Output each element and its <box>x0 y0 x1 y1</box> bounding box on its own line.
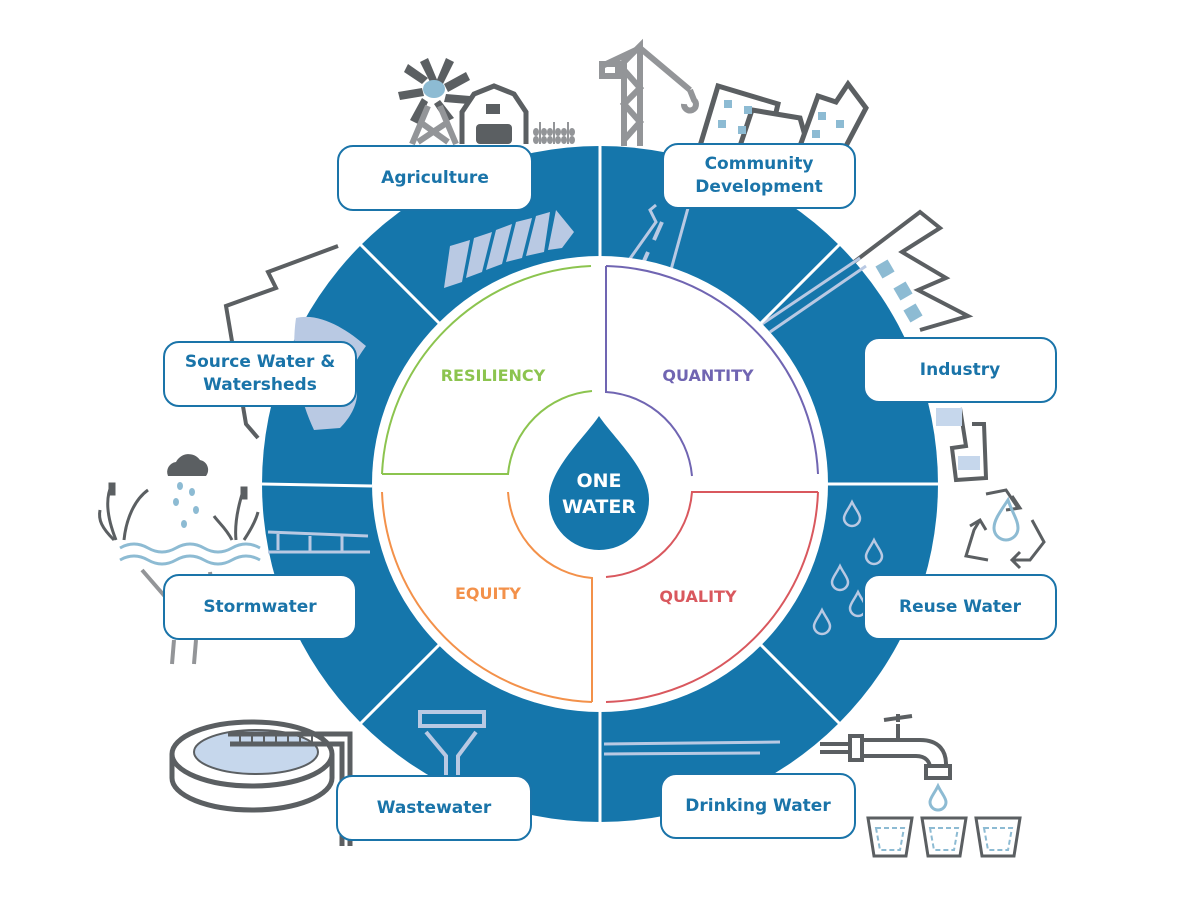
sector-label-reuse-water: Reuse Water <box>863 574 1057 640</box>
quadrant-quality <box>605 491 819 703</box>
reeds-icon <box>98 482 260 542</box>
wheat-icon <box>533 122 575 144</box>
sector-label-text: Community Development <box>695 154 823 197</box>
watershed-outline-icon <box>223 244 339 440</box>
quadrant-label-quality: QUALITY <box>659 587 737 606</box>
quadrant-label-quantity: QUANTITY <box>662 366 754 385</box>
quadrant-equity <box>381 491 593 703</box>
field-rows-icon <box>444 210 574 288</box>
sector-label-agriculture: Agriculture <box>337 145 533 211</box>
sector-label-source-water: Source Water & Watersheds <box>163 341 357 407</box>
industry-pipes-icon <box>761 256 867 334</box>
quadrant-label-equity: EQUITY <box>455 584 521 603</box>
barn-icon <box>459 83 529 144</box>
center-title-line1: ONE <box>576 470 621 492</box>
sector-label-text: Source Water & Watersheds <box>184 352 336 395</box>
sector-label-community-development: Community Development <box>662 143 856 209</box>
quadrant-label-resiliency: RESILIENCY <box>441 366 546 385</box>
sector-label-text: Reuse Water <box>899 596 1021 617</box>
sector-label-stormwater: Stormwater <box>163 574 357 640</box>
sector-label-text: Stormwater <box>203 596 317 617</box>
buildings-icon <box>697 79 869 148</box>
sector-label-industry: Industry <box>863 337 1057 403</box>
sector-label-text: Agriculture <box>381 167 489 188</box>
funnel-icon <box>418 710 486 776</box>
clarifier-icon <box>169 719 353 846</box>
storm-channel-icon <box>267 530 370 554</box>
factory-icon <box>852 209 989 483</box>
water-drop-icon <box>548 416 650 550</box>
crane-icon <box>599 38 699 146</box>
rain-cloud-icon <box>167 454 209 528</box>
sector-label-text: Industry <box>919 359 1001 380</box>
faucet-icon <box>820 714 952 780</box>
sector-label-wastewater: Wastewater <box>336 775 532 841</box>
recycle-icon <box>964 488 1046 570</box>
sector-label-text: Wastewater <box>376 797 492 818</box>
sector-label-drinking-water: Drinking Water <box>660 773 856 839</box>
sector-label-text: Drinking Water <box>685 795 831 816</box>
center-title-line2: WATER <box>562 496 636 518</box>
drip-icon <box>928 782 948 812</box>
quadrant-quantity <box>605 265 819 477</box>
water-main-icon <box>603 740 781 756</box>
quadrant-resiliency <box>381 265 593 475</box>
cups-icon <box>866 816 1022 858</box>
windmill-icon <box>398 58 470 146</box>
waves-icon <box>119 542 261 566</box>
